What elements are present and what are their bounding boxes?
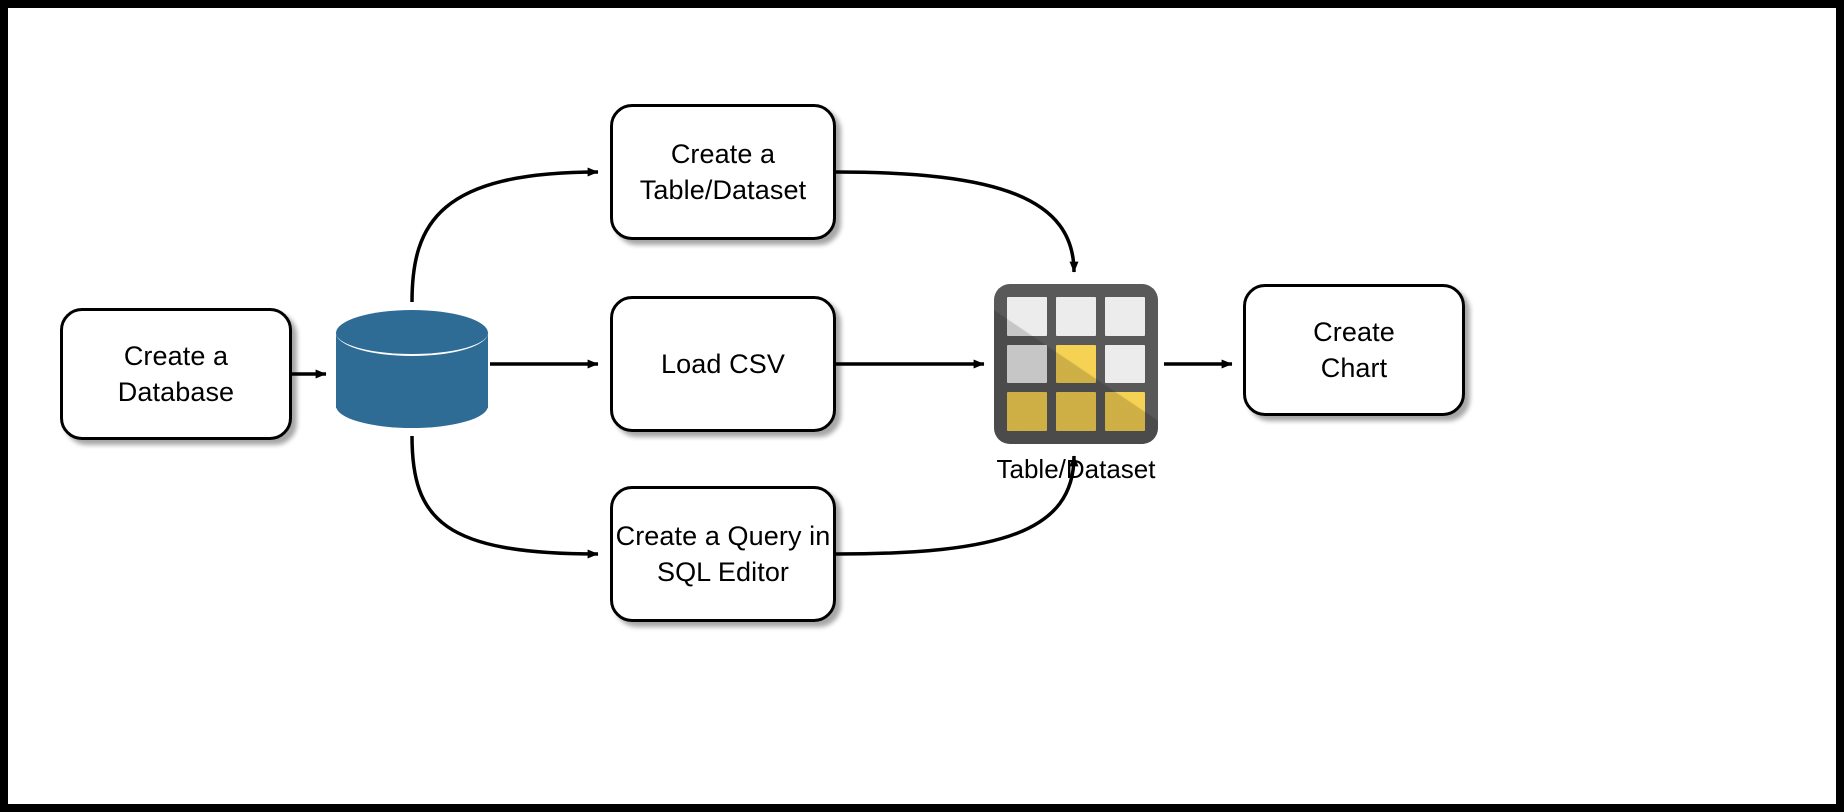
grid-cell-r1c3	[1105, 297, 1145, 336]
edge-cylinder-to-create-table	[410, 167, 599, 303]
node-create-database-label: Create a Database	[117, 341, 235, 407]
node-database-cylinder[interactable]	[336, 310, 488, 430]
node-create-table-dataset[interactable]: Create a Table/Dataset	[610, 104, 836, 240]
grid-cell-r2c2	[1056, 344, 1096, 384]
node-table-dataset-caption: Table/Dataset	[996, 454, 1156, 484]
edge-create-table-to-table-dataset	[835, 170, 1079, 273]
node-table-dataset[interactable]: Table/Dataset	[994, 284, 1158, 484]
grid-cell-r3c3	[1105, 392, 1145, 431]
node-create-table-dataset-label: Create a Table/Dataset	[639, 139, 807, 205]
diagram-frame: Create a Database Create a Table/Dataset…	[8, 8, 1836, 804]
node-create-database[interactable]: Create a Database	[60, 308, 292, 440]
grid-cell-r2c3	[1105, 344, 1145, 384]
node-create-chart[interactable]: Create Chart	[1243, 284, 1465, 416]
table-grid-icon	[994, 284, 1158, 444]
grid-cell-r1c1	[1007, 297, 1047, 336]
grid-cell-r3c2	[1056, 392, 1096, 431]
node-create-query-sql-editor-label: Create a Query in SQL Editor	[615, 521, 831, 587]
node-load-csv[interactable]: Load CSV	[610, 296, 836, 432]
node-load-csv-label: Load CSV	[661, 349, 785, 379]
grid-cell-r2c1	[1007, 344, 1047, 384]
node-create-query-sql-editor[interactable]: Create a Query in SQL Editor	[610, 486, 836, 622]
grid-cell-r3c1	[1007, 392, 1047, 431]
node-create-chart-label: Create Chart	[1313, 317, 1395, 383]
cylinder-top	[336, 310, 488, 356]
edge-cylinder-to-create-query	[410, 435, 599, 559]
grid-cell-r1c2	[1056, 297, 1096, 336]
